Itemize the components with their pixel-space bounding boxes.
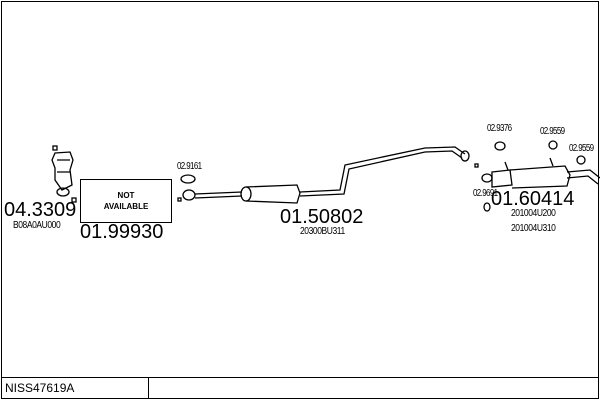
hanger3-number: 02.9559 xyxy=(569,143,594,154)
middle-part-number: 01.50802 xyxy=(280,206,364,228)
hanger2-number: 02.9559 xyxy=(540,126,565,137)
rear-part-number: 01.60414 xyxy=(491,188,575,210)
rear-oem-number-2: 201004U310 xyxy=(511,223,556,234)
front-pipe-part-number: 01.99930 xyxy=(80,221,164,243)
not-available-box: NOT AVAILABLE xyxy=(80,179,172,223)
cat-oem-number: B08A0AU000 xyxy=(13,220,61,231)
diagram-title: NISS47619A xyxy=(5,381,75,395)
catalytic-converter-drawing xyxy=(51,145,77,203)
hanger1-number: 02.9376 xyxy=(487,123,512,134)
divider xyxy=(1,377,599,378)
not-available-line1: NOT xyxy=(117,191,135,200)
gasket-front-drawing xyxy=(177,174,196,202)
middle-section-drawing xyxy=(194,146,470,204)
ring-number: 02.9691 xyxy=(473,188,498,199)
middle-oem-number: 20300BU311 xyxy=(300,226,345,237)
cat-part-number: 04.3309 xyxy=(4,199,77,221)
rear-oem-number-1: 201004U200 xyxy=(511,208,556,219)
rear-muffler-drawing xyxy=(474,140,600,212)
gasket-front-number: 02.9161 xyxy=(177,161,202,172)
diagram-title-box: NISS47619A xyxy=(1,378,149,398)
not-available-line2: AVAILABLE xyxy=(103,202,149,211)
